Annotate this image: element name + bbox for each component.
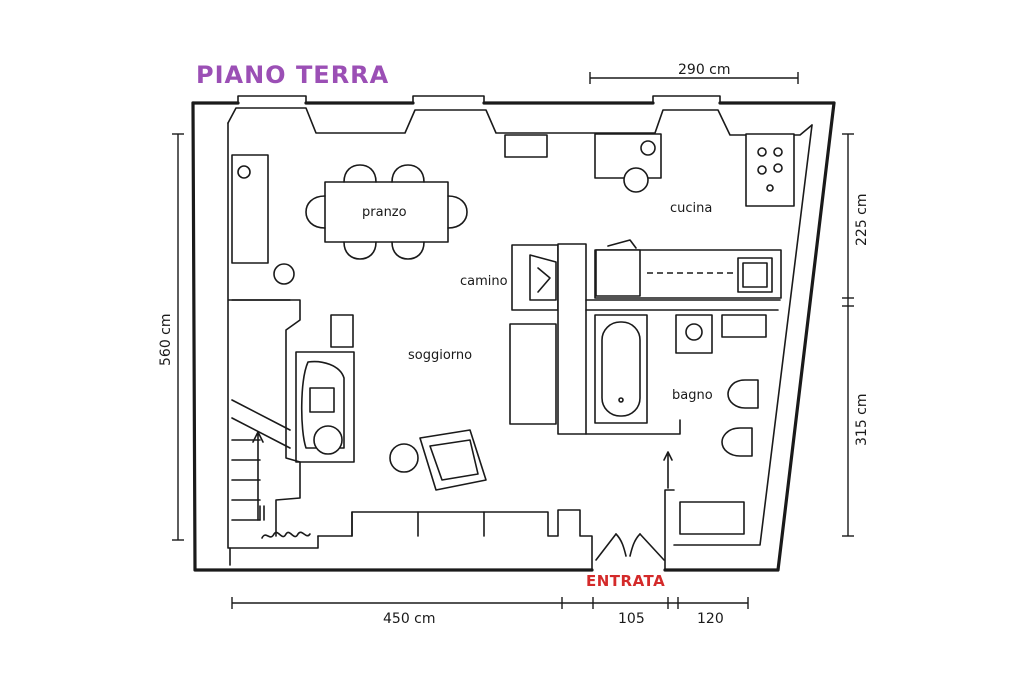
room-label-bathroom: bagno (672, 388, 713, 403)
room-label-living: soggiorno (408, 348, 472, 363)
dimension-left: 560 cm (158, 133, 184, 541)
room-label-dining: pranzo (362, 205, 407, 220)
dimension-bottom: 450 cm 105 120 (231, 597, 749, 627)
entrance-label: ENTRATA (586, 572, 665, 590)
windows (504, 134, 548, 158)
sideboard (231, 154, 295, 285)
dimension-right: 225 cm 315 cm (842, 133, 870, 537)
bathroom: bagno (594, 314, 767, 535)
dimension-top-label: 290 cm (678, 62, 731, 78)
central-wall (557, 243, 781, 435)
room-label-kitchen: cucina (670, 201, 712, 216)
fireplace: camino (460, 244, 559, 311)
dining-table: pranzo (305, 164, 468, 260)
room-label-fireplace: camino (460, 274, 508, 289)
dimension-left-label: 560 cm (158, 313, 174, 366)
staircase (231, 299, 311, 539)
dimension-right-lower-label: 315 cm (854, 393, 870, 446)
dimension-bottom-right-label: 120 (697, 611, 724, 627)
kitchen: cucina (594, 133, 795, 299)
living-room: soggiorno (295, 314, 557, 537)
dimension-bottom-mid-label: 105 (618, 611, 645, 627)
plan-title: PIANO TERRA (196, 61, 389, 89)
entrance-doors: ENTRATA (586, 533, 665, 590)
dimension-top: 290 cm (589, 62, 799, 84)
dimension-bottom-left-label: 450 cm (383, 611, 436, 627)
dimension-right-upper-label: 225 cm (854, 193, 870, 246)
